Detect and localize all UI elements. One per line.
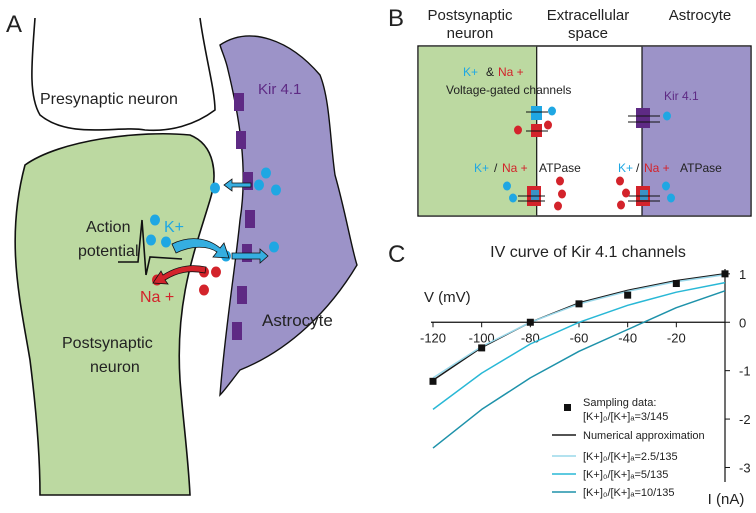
- k-flow-arrow: [171, 238, 230, 259]
- chart-title: IV curve of Kir 4.1 channels: [490, 244, 686, 261]
- b-slash-2: /: [494, 161, 498, 175]
- na-label: Na +: [140, 289, 174, 306]
- kir-channel-icon: [237, 286, 247, 304]
- x-tick-label: -40: [618, 330, 637, 345]
- x-tick-label: -100: [469, 330, 495, 345]
- y-tick-label: -3: [739, 460, 751, 475]
- x-tick-label: -60: [570, 330, 589, 345]
- kir-influx-arrow: [223, 178, 252, 192]
- vgc-k-channel-icon: [531, 106, 542, 120]
- presynaptic-label: Presynaptic neuron: [40, 91, 178, 108]
- col-post-2: neuron: [447, 25, 494, 42]
- y-tick-label: 1: [739, 267, 746, 282]
- legend-sampling-2: [K+]₀/[K+]ₐ=3/145: [583, 411, 668, 423]
- x-tick-label: -120: [420, 330, 446, 345]
- sampling-point: [672, 280, 680, 288]
- x-tick-label: -80: [521, 330, 540, 345]
- chart-series: [432, 273, 726, 449]
- y-tick-label: -2: [739, 412, 751, 427]
- sampling-point: [575, 300, 583, 308]
- b-atpase-ions: [503, 176, 675, 211]
- panel-a: A Presynaptic neuron Kir 4.1: [6, 11, 358, 496]
- b-amp: &: [486, 65, 494, 79]
- b-atpase-astro-inner: [640, 190, 648, 200]
- sampling-point: [721, 270, 729, 278]
- panel-b: B Postsynaptic neuron Extracellular spac…: [388, 5, 752, 217]
- b-atpase-label-3: ATPase: [680, 161, 722, 175]
- b-atpase-neuron-inner: [531, 190, 539, 200]
- b-k-ion: [548, 106, 556, 116]
- k-ions: [146, 167, 281, 262]
- panel-a-letter: A: [6, 11, 22, 38]
- action-potential-trace: [118, 219, 183, 276]
- legend-sampling-1: Sampling data:: [583, 397, 656, 409]
- chart-legend: Sampling data: [K+]₀/[K+]ₐ=3/145 Numeric…: [552, 397, 705, 499]
- kir-efflux-arrow: [231, 248, 269, 264]
- legend-numerical: Numerical approximation: [583, 430, 705, 442]
- legend-sampling-marker: [564, 404, 571, 411]
- kir-channel-icon: [232, 322, 242, 340]
- kir-label: Kir 4.1: [258, 81, 301, 98]
- b-vgc-label: Voltage-gated channels: [446, 83, 571, 97]
- sampling-point: [526, 318, 534, 326]
- b-na-label-2: Na +: [502, 161, 528, 175]
- col-extra-2: space: [568, 25, 608, 42]
- b-na-ion: [514, 125, 522, 135]
- na-flow-arrow: [152, 265, 207, 285]
- postsynaptic-label-2: neuron: [90, 359, 140, 376]
- panel-c-letter: C: [388, 241, 405, 268]
- chart-axes: -120 -100 -80 -60 -40 -20 1 0 -1 -2 -3: [420, 267, 751, 482]
- b-kir-channel-icon: [636, 108, 650, 128]
- postsynaptic-neuron-shape: [14, 132, 215, 496]
- astro-compartment: [642, 46, 751, 216]
- legend-r10: [K+]₀/[K+]ₐ=10/135: [583, 487, 675, 499]
- kir-channel-icon: [236, 131, 246, 149]
- k-label: K+: [164, 219, 184, 236]
- b-k-label-2: K+: [474, 161, 489, 175]
- y-tick-label: 0: [739, 315, 746, 330]
- b-na-label-1: Na +: [498, 65, 524, 79]
- series-line-r10: [432, 290, 726, 449]
- b-na-ion: [544, 120, 552, 130]
- legend-r5: [K+]₀/[K+]ₐ=5/135: [583, 469, 668, 481]
- presynaptic-neuron-shape: [31, 17, 216, 132]
- sampling-point: [624, 291, 632, 299]
- b-atpase-label-2: ATPase: [539, 161, 581, 175]
- b-kir-label: Kir 4.1: [664, 89, 699, 103]
- action-label-2: potential: [78, 243, 139, 260]
- series-line-r5: [432, 281, 726, 411]
- col-post-1: Postsynaptic: [427, 7, 513, 24]
- chart-ylabel: I (nA): [708, 491, 745, 508]
- kir-channel-icon: [243, 172, 253, 190]
- kir-channel-icon: [245, 210, 255, 228]
- kir-channel-icon: [234, 93, 244, 111]
- astrocyte-label: Astrocyte: [262, 311, 333, 330]
- postsynaptic-label-1: Postsynaptic: [62, 335, 153, 352]
- sampling-point: [429, 377, 437, 385]
- chart-sampling-points: [429, 270, 729, 385]
- b-na-label-3: Na +: [644, 161, 670, 175]
- b-slash-3: /: [636, 161, 640, 175]
- action-label-1: Action: [86, 219, 130, 236]
- x-tick-label: -20: [667, 330, 686, 345]
- col-extra-1: Extracellular: [547, 7, 630, 24]
- b-k-label-3: K+: [618, 161, 633, 175]
- legend-r25: [K+]₀/[K+]ₐ=2.5/135: [583, 451, 678, 463]
- y-tick-label: -1: [739, 364, 751, 379]
- chart-xlabel: V (mV): [424, 289, 471, 306]
- col-astro: Astrocyte: [669, 7, 732, 24]
- panel-b-letter: B: [388, 5, 404, 32]
- b-k-label-1: K+: [463, 65, 478, 79]
- panel-c: C IV curve of Kir 4.1 channels V (mV) I …: [388, 241, 751, 508]
- b-k-ion: [663, 111, 671, 121]
- sampling-point: [478, 344, 486, 352]
